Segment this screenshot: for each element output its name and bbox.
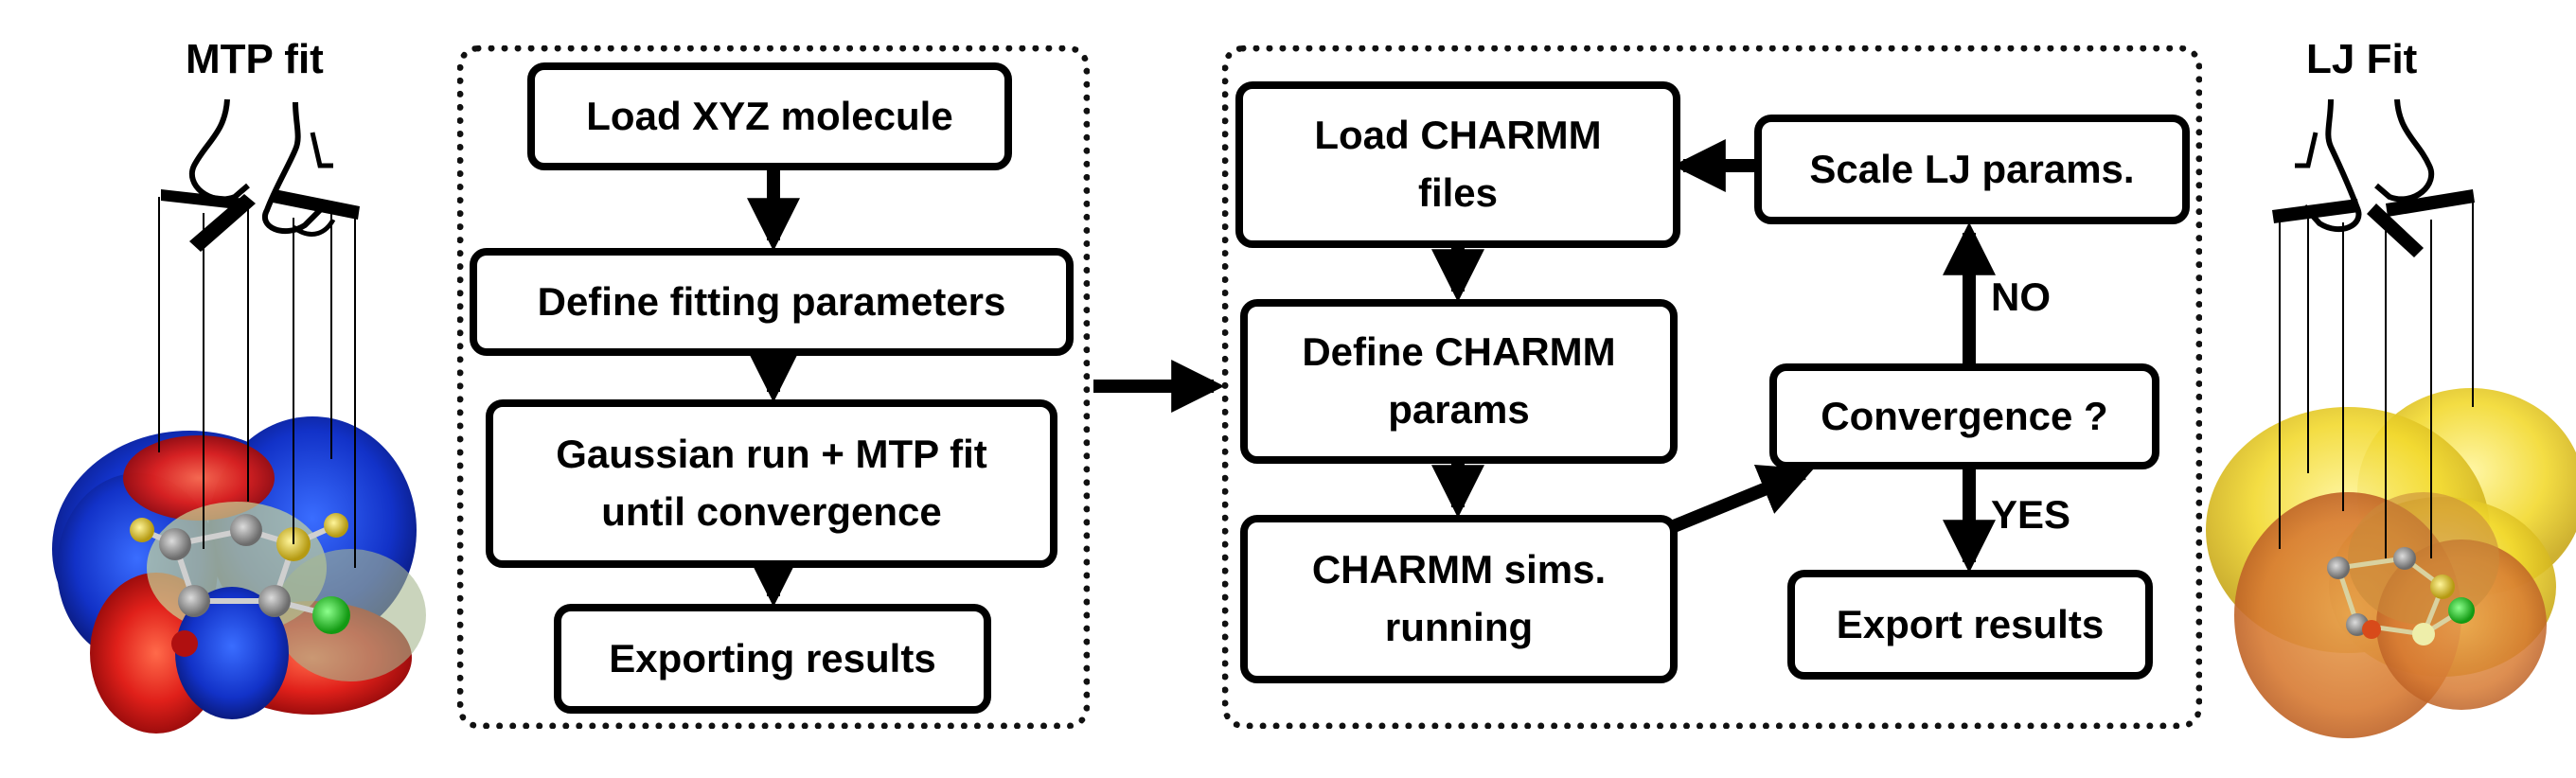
- yes-branch-label: YES: [1991, 492, 2071, 537]
- convergence-check-text: Convergence ?: [1821, 393, 2108, 438]
- export-results-text: Export results: [1836, 601, 2105, 646]
- export-results-step: Export results: [1787, 570, 2153, 680]
- charmm-sims-running-text: CHARMM sims. running: [1311, 547, 1607, 649]
- load-charmm-files-step: Load CHARMM files: [1235, 81, 1680, 248]
- scale-lj-params-text: Scale LJ params.: [1809, 146, 2135, 191]
- exporting-results-text: Exporting results: [609, 635, 936, 681]
- puppeteer-hands-left-icon: [158, 98, 360, 568]
- mtp-molecule-illustration: [52, 416, 426, 734]
- no-branch-label: NO: [1991, 274, 2051, 319]
- define-fitting-parameters-text: Define fitting parameters: [537, 278, 1006, 324]
- mtp-fit-title: MTP fit: [186, 36, 324, 82]
- load-xyz-molecule-text: Load XYZ molecule: [586, 93, 953, 138]
- define-charmm-params-step: Define CHARMM params: [1240, 299, 1678, 464]
- exporting-results-step: Exporting results: [554, 604, 991, 714]
- flow-arrows: [747, 139, 1996, 608]
- charmm-sims-running-step: CHARMM sims. running: [1240, 515, 1678, 683]
- load-xyz-molecule-step: Load XYZ molecule: [527, 62, 1012, 170]
- mtp-workflow-panel: [457, 45, 1090, 729]
- arrow-sims-to-convergence: [1671, 465, 1814, 533]
- gaussian-mtp-fit-text: Gaussian run + MTP fit until convergence: [556, 432, 987, 534]
- define-fitting-parameters-step: Define fitting parameters: [470, 248, 1074, 356]
- lj-fit-title: LJ Fit: [2306, 36, 2418, 82]
- lj-molecule-illustration: [2206, 388, 2576, 738]
- load-charmm-files-text: Load CHARMM files: [1314, 113, 1602, 215]
- scale-lj-params-step: Scale LJ params.: [1754, 115, 2190, 224]
- convergence-check-step: Convergence ?: [1769, 363, 2159, 469]
- define-charmm-params-text: Define CHARMM params: [1302, 329, 1616, 432]
- puppeteer-hands-right-icon: [2272, 98, 2475, 558]
- gaussian-mtp-fit-step: Gaussian run + MTP fit until convergence: [486, 399, 1057, 568]
- lj-workflow-panel: [1222, 45, 2202, 729]
